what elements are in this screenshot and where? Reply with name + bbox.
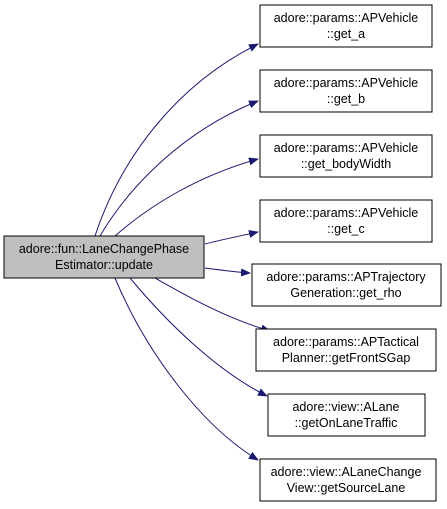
callee-label-line1: adore::params::APVehicle (274, 76, 419, 90)
edge-to-getsourcelane (114, 277, 259, 461)
edge-to-get-bodywidth (114, 157, 259, 237)
callee-label-line2: ::get_a (327, 27, 365, 41)
edge-to-get-rho (204, 267, 251, 277)
callee-label-line2: Generation::get_rho (290, 286, 401, 300)
source-node-line2: Estimator::update (55, 258, 153, 272)
edge-to-get-a (94, 43, 259, 237)
callee-label-line1: adore::params::APVehicle (274, 141, 419, 155)
callee-node-get-c[interactable]: adore::params::APVehicle ::get_c (259, 199, 433, 243)
callee-label-line2: ::get_b (327, 92, 365, 106)
callee-node-get-rho[interactable]: adore::params::APTrajectory Generation::… (251, 263, 442, 307)
edge-to-get-b (99, 100, 259, 237)
callee-node-getfrontsgap[interactable]: adore::params::APTactical Planner::getFr… (255, 328, 437, 372)
callee-label-line1: adore::view::ALaneChange (271, 465, 422, 479)
edge-to-get-c (204, 230, 259, 245)
callee-node-get-a[interactable]: adore::params::APVehicle ::get_a (259, 4, 433, 48)
callee-node-get-b[interactable]: adore::params::APVehicle ::get_b (259, 69, 433, 113)
callee-label-line1: adore::params::APTrajectory (266, 270, 426, 284)
source-node[interactable]: adore::fun::LaneChangePhase Estimator::u… (3, 235, 205, 279)
callee-label-line2: View::getSourceLane (287, 481, 406, 495)
callee-label-line2: ::get_bodyWidth (301, 157, 391, 171)
call-edges (94, 43, 271, 461)
callee-label-line2: ::get_c (327, 222, 365, 236)
edge-to-getfrontsgap (154, 277, 271, 333)
callee-label-line1: adore::params::APVehicle (274, 206, 419, 220)
callee-label-line1: adore::view::ALane (292, 400, 399, 414)
callee-label-line2: Planner::getFrontSGap (282, 351, 411, 365)
callee-node-get-bodywidth[interactable]: adore::params::APVehicle ::get_bodyWidth (259, 134, 433, 178)
source-node-line1: adore::fun::LaneChangePhase (19, 242, 189, 256)
callee-label-line1: adore::params::APVehicle (274, 11, 419, 25)
callee-node-getsourcelane[interactable]: adore::view::ALaneChange View::getSource… (259, 458, 437, 502)
callee-node-getonlanetraffic[interactable]: adore::view::ALane ::getOnLaneTraffic (267, 393, 426, 437)
edge-to-getonlanetraffic (129, 277, 268, 397)
callee-label-line1: adore::params::APTactical (273, 335, 419, 349)
callee-label-line2: ::getOnLaneTraffic (295, 416, 398, 430)
